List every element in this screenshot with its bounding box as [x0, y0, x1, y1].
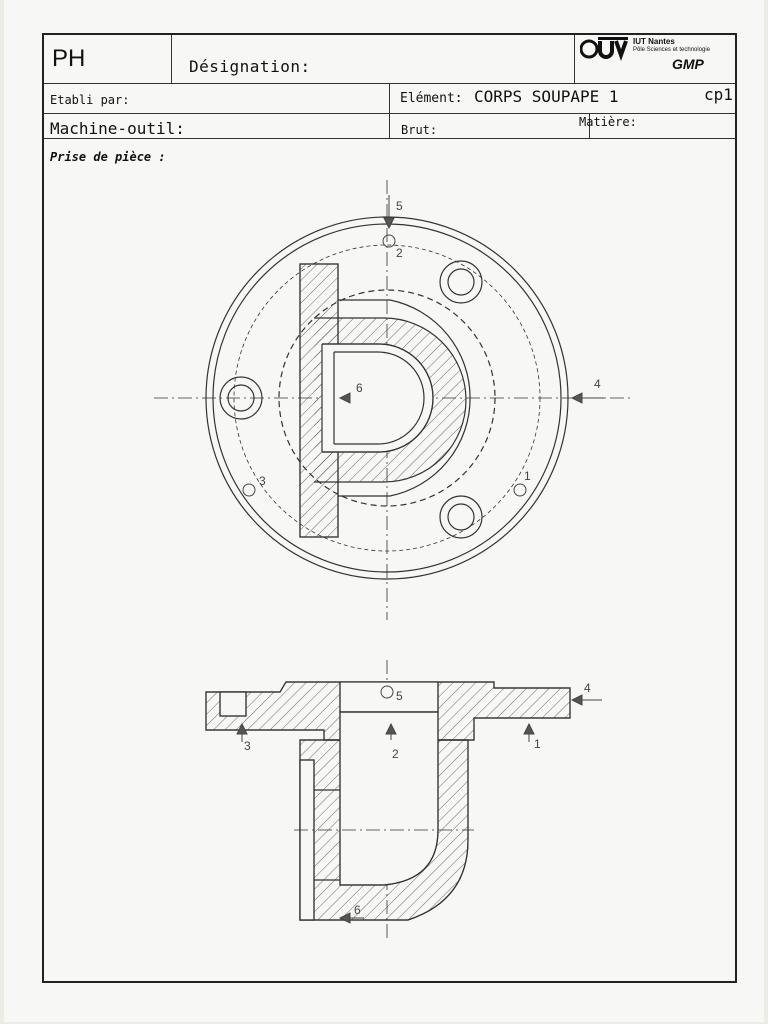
header-vdivider-matiere [589, 113, 590, 138]
brut-label: Brut: [401, 123, 438, 137]
header-divider-3 [44, 138, 735, 139]
bolt-hole-left [219, 376, 263, 420]
element-value: CORPS SOUPAPE 1 [474, 87, 619, 106]
logo-subtitle: Pôle Sciences et technologie [633, 47, 711, 53]
header-vdivider-mid [389, 83, 390, 138]
paper-sheet: PH Désignation: Etabli par: Elément: COR… [4, 0, 764, 1022]
marker-1-top: 1 [524, 469, 531, 483]
part-code: cp1 [704, 85, 733, 104]
drawing-frame: PH Désignation: Etabli par: Elément: COR… [42, 33, 737, 983]
designation-label: Désignation: [189, 57, 311, 76]
etabli-label: Etabli par: [50, 93, 130, 107]
marker-5-section: 5 [396, 689, 403, 703]
iut-logo-mark-icon [580, 37, 628, 61]
top-view [154, 180, 634, 620]
header-vdivider-ph [171, 35, 172, 83]
marker-2-section: 2 [392, 747, 399, 761]
marker-4-top: 4 [594, 377, 601, 391]
top-view-markers [242, 195, 604, 497]
marker-6-top: 6 [356, 381, 363, 395]
marker-3-top: 3 [259, 474, 266, 488]
prise-label: Prise de pièce : [50, 150, 166, 164]
marker-2-top: 2 [396, 246, 403, 260]
marker-3-section: 3 [244, 739, 251, 753]
matiere-label: Matière: [579, 115, 637, 129]
section-view-markers [236, 685, 602, 924]
element-label: Elément: [400, 91, 463, 106]
iut-logo: IUT Nantes Pôle Sciences et technologie … [580, 35, 736, 77]
marker-4-section: 4 [584, 681, 591, 695]
marker-5-top: 5 [396, 199, 403, 213]
machine-label: Machine-outil: [50, 119, 185, 138]
section-view [205, 660, 571, 940]
header-vdivider-logo [574, 35, 575, 83]
logo-institution: IUT Nantes [633, 37, 675, 46]
ph-label: PH [52, 45, 86, 72]
bolt-hole-bottom-right [439, 495, 483, 539]
bolt-hole-top-right [439, 260, 483, 304]
technical-drawing: 5 2 6 4 3 1 [154, 180, 634, 940]
marker-6-section: 6 [354, 903, 361, 917]
marker-1-section: 1 [534, 737, 541, 751]
logo-department: GMP [672, 56, 704, 72]
